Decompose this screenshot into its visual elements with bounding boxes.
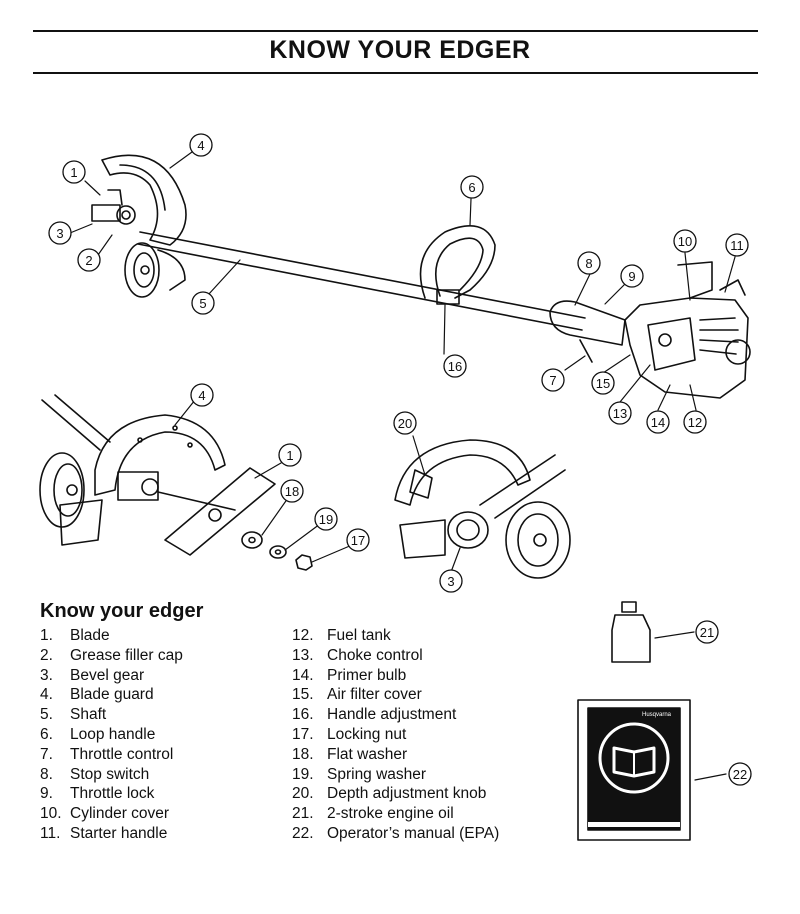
parts-list-left: 1.Blade 2.Grease filler cap 3.Bevel gear…	[40, 626, 183, 844]
edger-main-drawing	[91, 154, 751, 399]
callout-10: 10	[678, 234, 692, 249]
detail-callout-4: 4	[198, 388, 205, 403]
list-item: 1.Blade	[40, 627, 110, 644]
callout-12: 12	[688, 415, 702, 430]
list-item: 7.Throttle control	[40, 745, 174, 763]
oil-bottle-drawing	[611, 601, 651, 663]
callout-circles	[48, 133, 752, 786]
list-item: 5.Shaft	[40, 706, 107, 724]
callout-6: 6	[468, 180, 475, 195]
list-item: 18.Flat washer	[292, 745, 408, 763]
list-item: 12.Fuel tank	[292, 627, 391, 644]
list-item: 13.Choke control	[292, 646, 423, 664]
detail-callout-1: 1	[286, 448, 293, 463]
list-item: 8.Stop switch	[40, 765, 150, 783]
callout-22: 22	[733, 767, 747, 782]
callout-15: 15	[596, 376, 610, 391]
callout-13: 13	[613, 406, 627, 421]
callout-8: 8	[585, 256, 592, 271]
parts-list-right: 12.Fuel tank 13.Choke control 14.Primer …	[292, 626, 499, 844]
list-item: 16.Handle adjustment	[292, 706, 457, 724]
list-item: 14.Primer bulb	[292, 666, 407, 684]
title-underline	[33, 72, 758, 74]
list-item: 20.Depth adjustment knob	[292, 785, 487, 803]
page-title: KNOW YOUR EDGER	[269, 36, 531, 64]
callout-9: 9	[628, 269, 635, 284]
list-item: 10.Cylinder cover	[40, 805, 170, 823]
callout-3: 3	[56, 226, 63, 241]
blade-assembly-drawing	[39, 394, 313, 571]
callout-5: 5	[199, 296, 206, 311]
callout-21: 21	[700, 625, 714, 640]
callout-2: 2	[85, 253, 92, 268]
callout-16: 16	[448, 359, 462, 374]
list-item: 4.Blade guard	[40, 686, 154, 704]
callout-4: 4	[197, 138, 204, 153]
detail-callout-3: 3	[447, 574, 454, 589]
list-item: 11.Starter handle	[40, 824, 168, 842]
detail-callout-20: 20	[398, 416, 412, 431]
top-rule	[33, 30, 758, 32]
list-item: 21.2-stroke engine oil	[292, 805, 454, 823]
detail-callout-18: 18	[285, 484, 299, 499]
manual-drawing	[577, 699, 691, 841]
depth-knob-drawing	[394, 439, 571, 579]
parts-list-heading: Know your edger	[40, 600, 204, 622]
list-item: 19.Spring washer	[292, 765, 427, 783]
leader-lines	[69, 151, 736, 781]
list-item: 22.Operator’s manual (EPA)	[292, 824, 500, 842]
callout-11: 11	[730, 238, 744, 253]
list-item: 17.Locking nut	[292, 725, 407, 743]
list-item: 15.Air filter cover	[292, 686, 422, 704]
callout-14: 14	[651, 415, 665, 430]
list-item: 3.Bevel gear	[40, 666, 145, 684]
detail-callout-17: 17	[351, 533, 365, 548]
detail-callout-19: 19	[319, 512, 333, 527]
callout-1: 1	[70, 165, 77, 180]
list-item: 9.Throttle lock	[40, 785, 155, 803]
list-item: 2.Grease filler cap	[40, 646, 183, 664]
callout-7: 7	[549, 373, 556, 388]
list-item: 6.Loop handle	[40, 725, 156, 743]
manual-brand-text: Husqvarna	[642, 712, 672, 718]
